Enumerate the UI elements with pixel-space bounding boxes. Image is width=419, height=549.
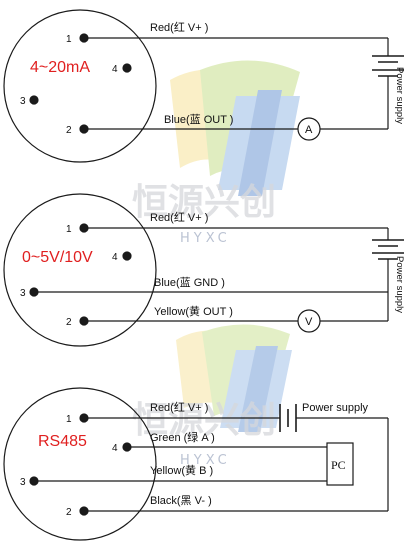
watermark-text-en-2: HYXC [180, 453, 231, 468]
pin-3-dot [29, 95, 39, 105]
watermark-text-cn: 恒源兴创 [132, 182, 276, 223]
pin-label-4: 4 [112, 443, 118, 454]
pin-label-3: 3 [20, 288, 26, 299]
connector-circle [3, 193, 157, 347]
pin-label-1: 1 [66, 224, 72, 235]
pin-label-3: 3 [20, 96, 26, 107]
pin-label-2: 2 [66, 125, 72, 136]
ammeter-symbol: A [305, 124, 313, 136]
pin-label-1: 1 [66, 414, 72, 425]
wire-label-red: Red(红 V+ ) [150, 401, 208, 414]
connector-circle [3, 387, 157, 541]
ammeter-circle [297, 117, 321, 141]
voltmeter-symbol: V [305, 316, 313, 328]
pin-label-2: 2 [66, 317, 72, 328]
diagram-voltage-output [3, 193, 404, 347]
output-range-label: 0~5V/10V [22, 249, 93, 266]
power-supply-label: Power supply [302, 402, 369, 414]
wire-label-red: Red(红 V+ ) [150, 211, 208, 224]
pin-4-dot [122, 251, 132, 261]
wire-label-green: Green (绿 A ) [150, 430, 215, 444]
wire-label-blue: Blue(蓝 GND ) [154, 276, 225, 289]
watermark-logo-bottom [176, 324, 292, 432]
pin-label-3: 3 [20, 477, 26, 488]
power-supply-label: Power supply [394, 256, 405, 313]
pin-4-dot [122, 63, 132, 73]
wire-label-red: Red(红 V+ ) [150, 21, 208, 34]
wire-label-black: Black(黑 V- ) [150, 494, 212, 507]
wire-label-blue: Blue(蓝 OUT ) [164, 113, 233, 126]
pin-label-4: 4 [112, 64, 118, 75]
pin-label-4: 4 [112, 252, 118, 263]
wire-label-yellow: Yellow(黄 B ) [150, 463, 213, 477]
watermark-text-cn-2: 恒源兴创 [132, 400, 276, 441]
watermark-text-en: HYXC [180, 231, 231, 246]
power-supply-label: Power supply [394, 67, 405, 124]
connector-circle [3, 9, 157, 163]
output-range-label: 4~20mA [30, 59, 90, 76]
pc-label: PC [331, 458, 346, 472]
pin-label-1: 1 [66, 34, 72, 45]
output-range-label: RS485 [38, 433, 87, 450]
diagram-current-output [3, 9, 404, 163]
voltmeter-circle [297, 309, 321, 333]
pc-box [326, 442, 354, 486]
wire-label-yellow: Yellow(黄 OUT ) [154, 304, 233, 318]
diagram-rs485-output [3, 387, 389, 541]
watermark-logo-top [170, 60, 300, 196]
pin-label-2: 2 [66, 507, 72, 518]
